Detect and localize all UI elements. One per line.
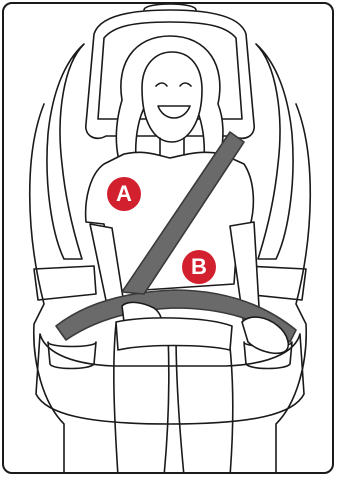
marker-b-label: B	[191, 254, 207, 279]
marker-a-badge: A	[107, 177, 141, 211]
seat-wing-right	[256, 44, 293, 259]
booster-seat-illustration	[4, 4, 334, 474]
cup-left	[48, 342, 96, 369]
headrest-handle	[144, 4, 196, 10]
armrest-left	[34, 266, 96, 300]
seat-wing-left	[47, 44, 84, 259]
child-shorts	[116, 318, 232, 350]
illustration-frame: A B	[2, 2, 334, 474]
marker-b-badge: B	[182, 250, 216, 284]
marker-a-label: A	[116, 181, 132, 206]
child-face	[142, 52, 202, 142]
